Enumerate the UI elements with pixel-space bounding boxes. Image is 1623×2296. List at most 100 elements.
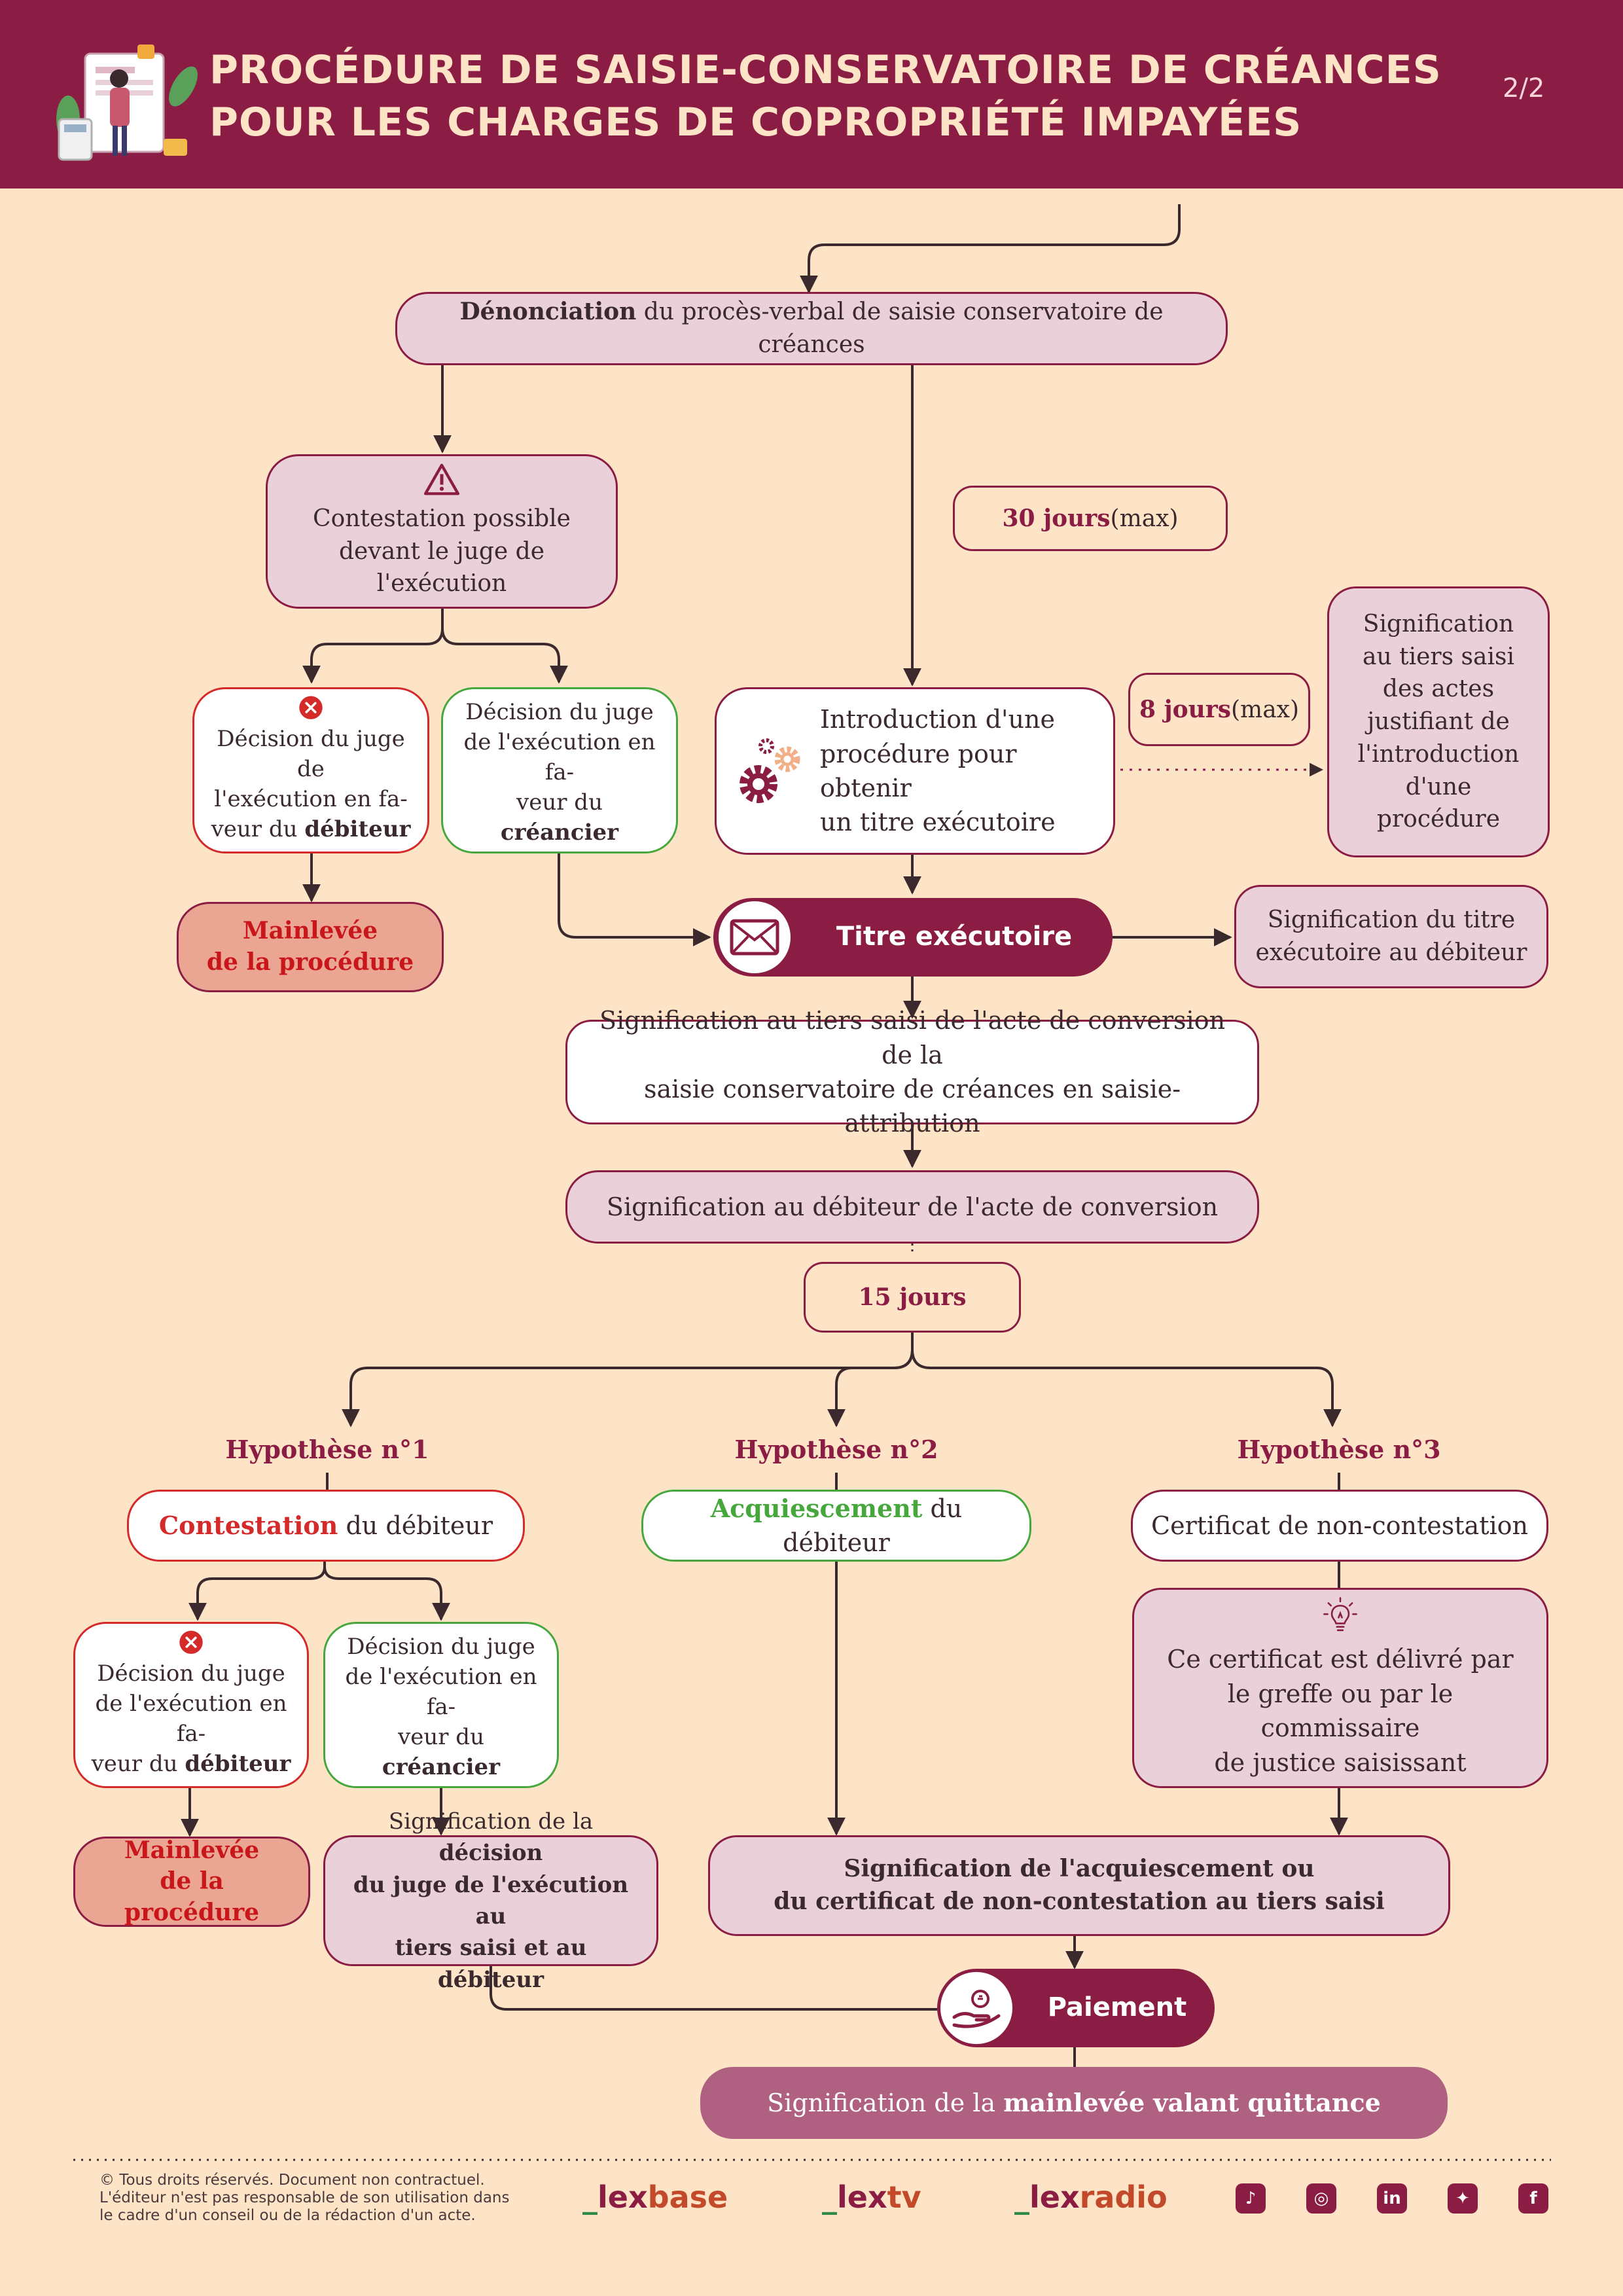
signif-actes-line5: l'introduction (1357, 740, 1520, 768)
signif-decision-line2: du juge de l'exécution au (353, 1871, 629, 1929)
signif-actes-line1: Signification (1363, 611, 1514, 638)
signification-conversion-debiteur-box: Signification au débiteur de l'acte de c… (565, 1170, 1259, 1244)
acquiescement-debiteur-box: Acquiescement du débiteur (641, 1490, 1031, 1562)
signification-acquiescement-box: Signification de l'acquiescement ou du c… (708, 1835, 1450, 1936)
lextv-suffix: tv (887, 2179, 921, 2215)
delay-8-days-rest: (max) (1231, 696, 1300, 723)
introduction-procedure-box: Introduction d'une procédure pour obteni… (715, 687, 1115, 855)
header-banner: PROCÉDURE DE SAISIE-CONSERVATOIRE DE CRÉ… (0, 0, 1623, 188)
mainlevee-top-line2: de la procédure (206, 948, 414, 976)
facebook-icon[interactable]: f (1518, 2183, 1548, 2214)
decision-debiteur-bottom-bold: débiteur (185, 1751, 291, 1778)
introduction-line2: procédure pour obtenir (820, 739, 1017, 802)
contestation-line1: Contestation possible (313, 505, 571, 532)
decision-creancier-top-box: Décision du juge de l'exécution en fa- v… (441, 687, 678, 853)
denonciation-bold: Dénonciation (459, 298, 637, 326)
signification-tiers-actes-box: Signification au tiers saisi des actes j… (1327, 586, 1550, 857)
delay-8-days-bold: 8 jours (1139, 696, 1232, 723)
contestation-debiteur-rest: du débiteur (338, 1511, 493, 1540)
denonciation-text: du procès-verbal de saisie conservatoire… (636, 298, 1164, 358)
decision-creancier-bottom-box: Décision du juge de l'exécution en fa- v… (323, 1622, 559, 1788)
delay-30-days-rest: (max) (1110, 505, 1179, 532)
cross-icon (299, 696, 323, 719)
conversion-debiteur-text: Signification au débiteur de l'acte de c… (606, 1192, 1219, 1221)
decision-creancier-bottom-line3: veur du (398, 1723, 484, 1750)
mainlevee-procedure-bottom-box: Mainlevée de la procédure (73, 1837, 310, 1927)
signification-titre-box: Signification du titre exécutoire au déb… (1234, 885, 1548, 988)
delay-15-days: 15 jours (804, 1262, 1021, 1333)
signif-actes-line7: procédure (1376, 806, 1501, 833)
lexradio-suffix: radio (1079, 2179, 1168, 2215)
contestation-debiteur-box: Contestation du débiteur (127, 1490, 525, 1562)
lexbase-suffix: base (647, 2179, 728, 2215)
decision-debiteur-bottom-line1: Décision du juge (97, 1660, 285, 1687)
page-number: 2/2 (1503, 73, 1545, 103)
certificat-non-contestation-box: Certificat de non-contestation (1131, 1490, 1548, 1562)
signif-actes-line3: des actes (1382, 675, 1495, 703)
lexradio-prefix: lex (1029, 2179, 1080, 2215)
signif-actes-line4: justifiant de (1367, 708, 1510, 736)
decision-creancier-bottom-line2: de l'exécution en fa- (345, 1664, 537, 1721)
paiement-label: Paiement (1047, 1992, 1187, 2023)
conversion-tiers-line2: saisie conservatoire de créances en sais… (643, 1075, 1181, 1138)
hypothese-1-label: Hypothèse n°1 (225, 1435, 429, 1464)
certificat-info-line1: Ce certificat est délivré par (1167, 1645, 1514, 1674)
certificat-info-box: Ce certificat est délivré par le greffe … (1132, 1588, 1548, 1788)
decision-creancier-top-bold: créancier (500, 819, 619, 846)
page-title-line1: PROCÉDURE DE SAISIE-CONSERVATOIRE DE CRÉ… (209, 47, 1442, 93)
mainlevee-bottom-line2: de la procédure (124, 1867, 260, 1926)
instagram-icon[interactable]: ◎ (1306, 2183, 1336, 2214)
signif-actes-line2: au tiers saisi (1363, 643, 1514, 670)
introduction-line3: un titre exécutoire (820, 808, 1056, 837)
certificat-text: Certificat de non-contestation (1151, 1511, 1528, 1540)
signif-decision-line3: tiers saisi et au débiteur (395, 1935, 587, 1993)
decision-debiteur-bottom-line2: de l'exécution en fa- (95, 1691, 287, 1748)
decision-creancier-bottom-bold: créancier (382, 1753, 501, 1780)
lexbase-logo[interactable]: _lexbase (582, 2179, 728, 2215)
lextv-prefix: lex (837, 2179, 887, 2215)
decision-creancier-top-line3: veur du (516, 789, 603, 816)
signif-titre-line2: exécutoire au débiteur (1255, 939, 1527, 966)
signif-actes-line6: d'une (1405, 773, 1472, 800)
gears-icon (740, 738, 800, 803)
decision-creancier-bottom-line1: Décision du juge (347, 1634, 535, 1660)
delay-15-days-label: 15 jours (858, 1283, 967, 1311)
decision-debiteur-bottom-line3: veur du (91, 1751, 185, 1778)
envelope-icon (719, 901, 791, 973)
hypothese-2-label: Hypothèse n°2 (734, 1435, 938, 1464)
legal-line1: © Tous droits réservés. Document non con… (99, 2172, 485, 2189)
tiktok-icon[interactable]: ♪ (1236, 2183, 1266, 2214)
mainlevee-bottom-line1: Mainlevée (124, 1836, 260, 1864)
legal-line2: L'éditeur n'est pas responsable de son u… (99, 2189, 510, 2207)
decision-debiteur-bottom-box: Décision du juge de l'exécution en fa- v… (73, 1622, 309, 1788)
introduction-line1: Introduction d'une (820, 705, 1055, 734)
decision-creancier-top-line1: Décision du juge (465, 699, 654, 726)
lexradio-logo[interactable]: _lexradio (1014, 2179, 1168, 2215)
mainlevee-procedure-top-box: Mainlevée de la procédure (177, 902, 444, 992)
hypothese-3-label: Hypothèse n°3 (1237, 1435, 1441, 1464)
document-illustration-icon (56, 45, 198, 161)
quittance-bold: mainlevée valant quittance (1003, 2087, 1381, 2117)
legal-notice: © Tous droits réservés. Document non con… (99, 2172, 509, 2225)
mainlevee-quittance-box: Signification de la mainlevée valant qui… (700, 2067, 1448, 2139)
legal-line3: le cadre d'un conseil ou de la rédaction… (99, 2207, 476, 2225)
mainlevee-top-line1: Mainlevée (242, 917, 378, 945)
twitter-icon[interactable]: ✦ (1448, 2183, 1478, 2214)
lextv-logo[interactable]: _lextv (822, 2179, 921, 2215)
certificat-info-line3: de justice saisissant (1214, 1748, 1467, 1777)
contestation-debiteur-keyword: Contestation (158, 1510, 338, 1540)
signif-acquiescement-line2: du certificat de non-contestation au tie… (774, 1888, 1385, 1915)
decision-creancier-top-line2: de l'exécution en fa- (463, 729, 656, 786)
conversion-tiers-line1: Signification au tiers saisi de l'acte d… (599, 1006, 1226, 1069)
denonciation-box: Dénonciation du procès-verbal de saisie … (395, 292, 1228, 365)
acquiescement-keyword: Acquiescement (710, 1493, 923, 1523)
decision-debiteur-top-line1: Décision du juge de (217, 726, 405, 783)
delay-30-days: 30 jours (max) (953, 486, 1228, 551)
linkedin-icon[interactable]: in (1377, 2183, 1407, 2214)
decision-debiteur-top-bold: débiteur (304, 816, 411, 843)
signification-conversion-tiers-box: Signification au tiers saisi de l'acte d… (565, 1006, 1259, 1138)
delay-30-days-bold: 30 jours (1002, 505, 1111, 532)
quittance-plain: Signification de la (767, 2088, 1004, 2117)
signif-decision-line1-plain: Signification de la (388, 1808, 594, 1835)
